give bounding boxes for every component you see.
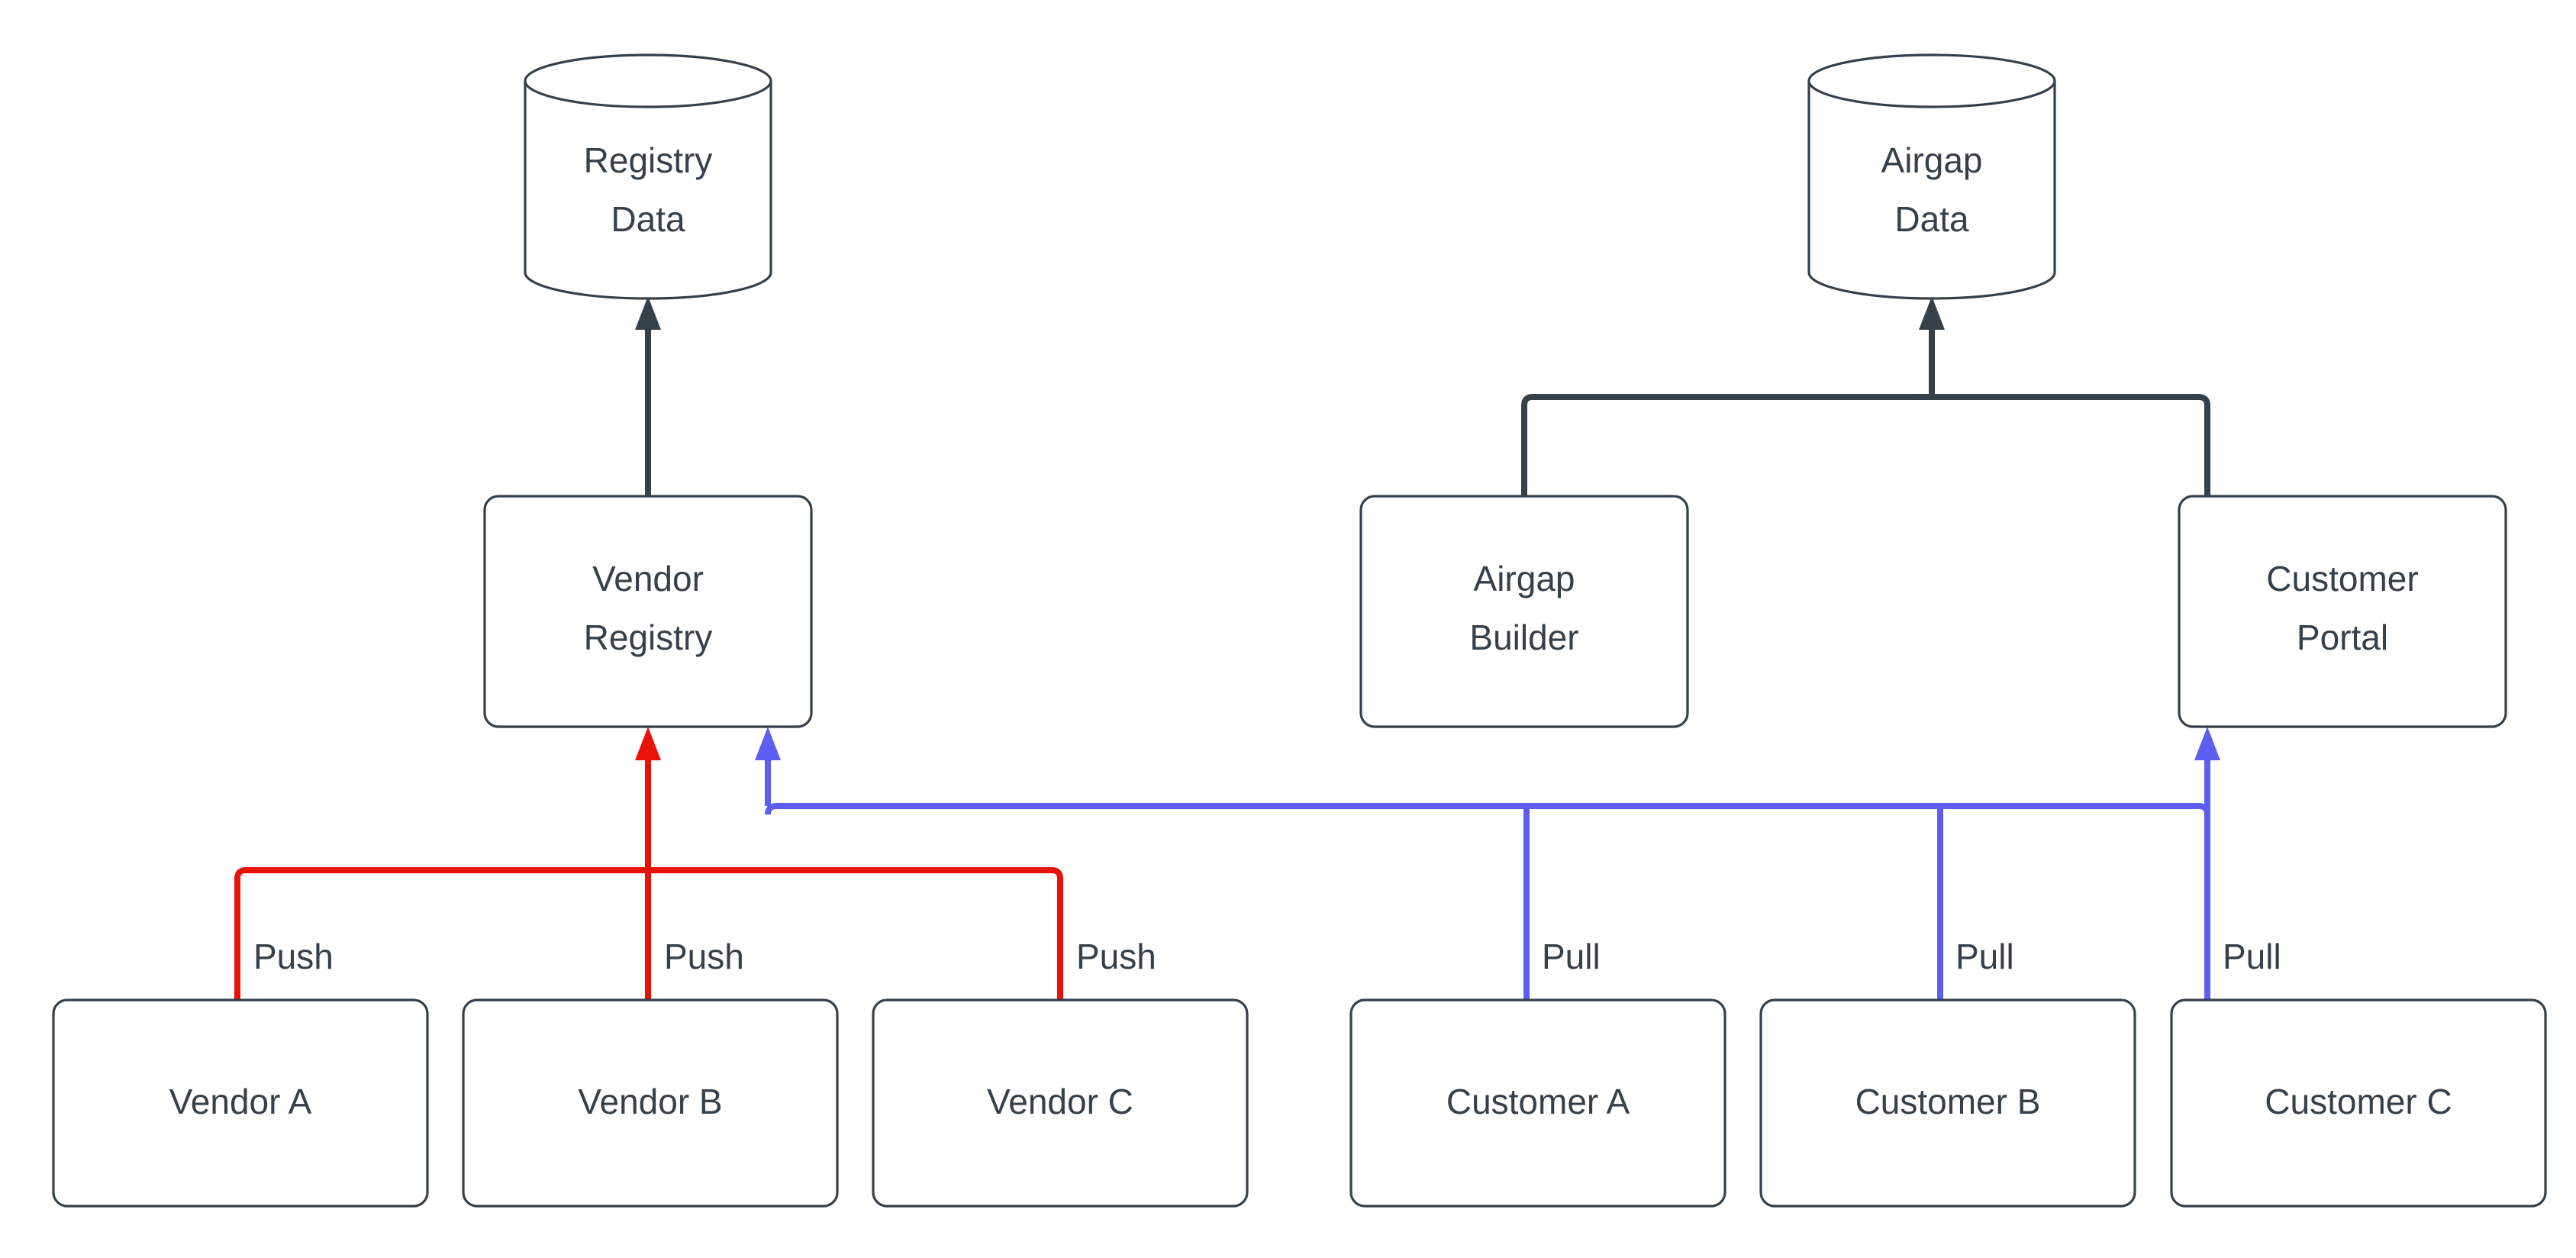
vendor-registry-label-line2: Registry bbox=[584, 618, 713, 657]
edge-push-vendors-to-vendor-registry bbox=[234, 727, 1063, 1000]
customer-portal-label-line2: Portal bbox=[2297, 618, 2388, 657]
edge-label-pull-b: Pull bbox=[1955, 937, 2014, 976]
actor-vendor-c-label: Vendor C bbox=[987, 1082, 1133, 1121]
datastore-registry-data[interactable]: Registry Data bbox=[524, 53, 772, 300]
actor-vendor-b-label: Vendor B bbox=[578, 1082, 722, 1121]
edge-label-push-b: Push bbox=[664, 937, 744, 976]
edge-pull-customers bbox=[755, 727, 2220, 1000]
edge-label-push-c: Push bbox=[1076, 937, 1156, 976]
customer-portal-label-line1: Customer bbox=[2266, 559, 2418, 598]
registry-data-label-line1: Registry bbox=[584, 140, 713, 180]
actor-customer-a[interactable]: Customer A bbox=[1349, 998, 1726, 1208]
actor-vendor-a-label: Vendor A bbox=[169, 1082, 312, 1121]
actor-customer-a-label: Customer A bbox=[1446, 1082, 1630, 1121]
airgap-data-label-line2: Data bbox=[1894, 199, 1969, 239]
actor-vendor-a[interactable]: Vendor A bbox=[52, 998, 429, 1208]
edge-label-pull-c: Pull bbox=[2223, 937, 2281, 976]
service-customer-portal[interactable]: Customer Portal bbox=[2178, 495, 2507, 728]
actor-vendor-c[interactable]: Vendor C bbox=[872, 998, 1249, 1208]
airgap-builder-label-line1: Airgap bbox=[1474, 559, 1575, 598]
edge-builders-to-airgap-data bbox=[1521, 296, 2210, 496]
edge-vendor-registry-to-registry-data bbox=[635, 296, 661, 496]
edge-label-push-a: Push bbox=[253, 937, 334, 976]
airgap-builder-label-line2: Builder bbox=[1469, 618, 1578, 657]
vendor-registry-label-line1: Vendor bbox=[592, 559, 704, 598]
actor-customer-b-label: Customer B bbox=[1855, 1082, 2041, 1121]
actor-customer-b[interactable]: Customer B bbox=[1759, 998, 2136, 1208]
service-vendor-registry[interactable]: Vendor Registry bbox=[483, 495, 813, 728]
actor-vendor-b[interactable]: Vendor B bbox=[462, 998, 839, 1208]
actor-customer-c-label: Customer C bbox=[2265, 1082, 2452, 1121]
registry-data-label-line2: Data bbox=[611, 199, 685, 239]
actor-customer-c[interactable]: Customer C bbox=[2170, 998, 2547, 1208]
service-airgap-builder[interactable]: Airgap Builder bbox=[1359, 495, 1689, 728]
edge-label-pull-a: Pull bbox=[1542, 937, 1601, 976]
datastore-airgap-data[interactable]: Airgap Data bbox=[1807, 53, 2056, 300]
airgap-data-label-line1: Airgap bbox=[1881, 140, 1983, 180]
